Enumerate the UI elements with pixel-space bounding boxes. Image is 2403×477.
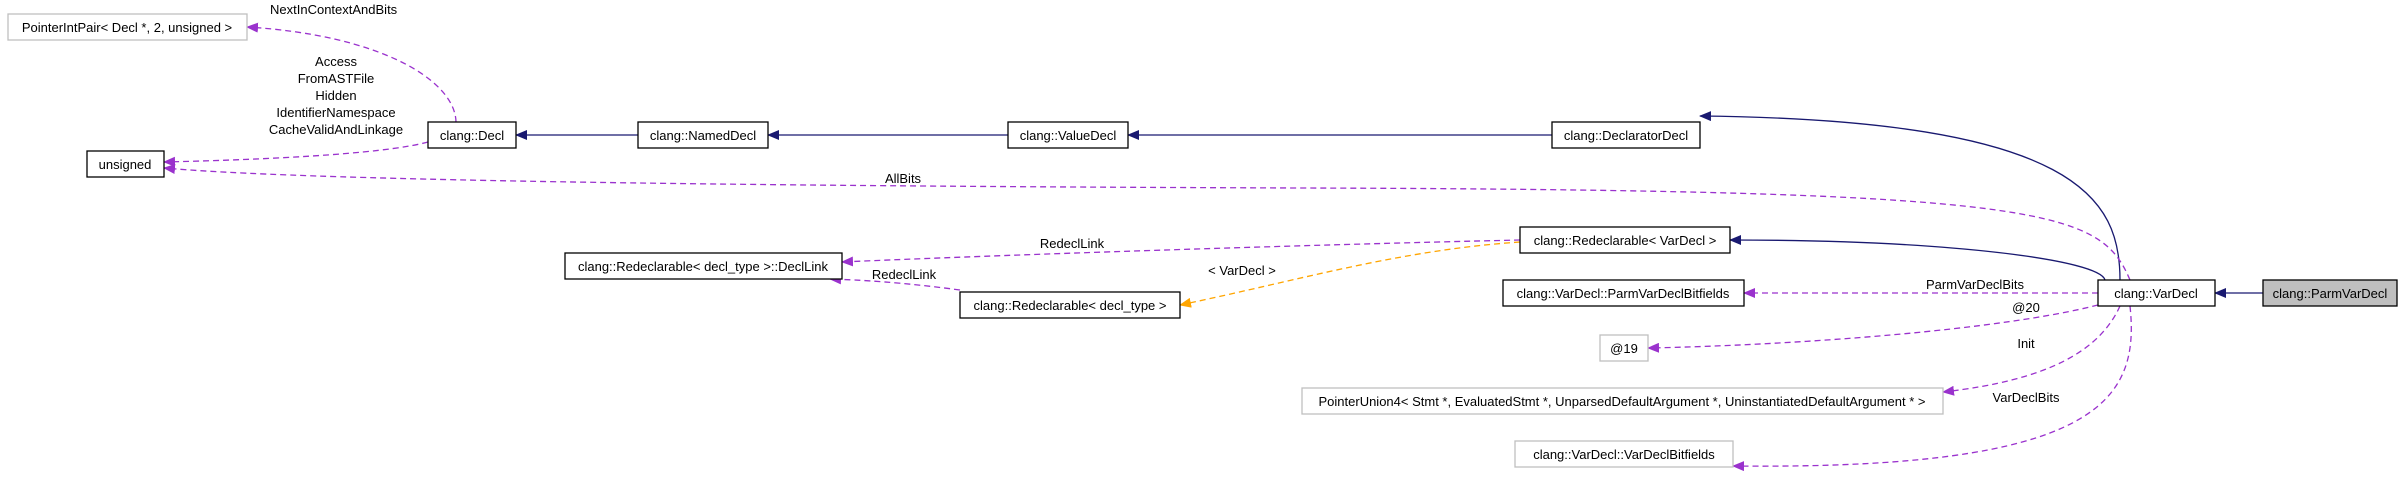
node-vardecl[interactable]: clang::VarDecl bbox=[2097, 279, 2216, 307]
label-cachevalidandlinkage: CacheValidAndLinkage bbox=[269, 122, 403, 137]
svg-text:clang::NamedDecl: clang::NamedDecl bbox=[650, 128, 756, 143]
edge-init bbox=[1942, 305, 2121, 396]
node-parmvardecl[interactable]: clang::ParmVarDecl bbox=[2262, 279, 2398, 307]
node-nameddecl[interactable]: clang::NamedDecl bbox=[637, 121, 769, 149]
node-declaratordecl[interactable]: clang::DeclaratorDecl bbox=[1551, 121, 1701, 149]
node-valuedecl[interactable]: clang::ValueDecl bbox=[1007, 121, 1129, 149]
edge-redecllink-1 bbox=[841, 239, 1521, 267]
node-pointerunion4[interactable]: PointerUnion4< Stmt *, EvaluatedStmt *, … bbox=[1301, 387, 1944, 415]
label-at20: @20 bbox=[2012, 300, 2040, 315]
edge-vardeclbits bbox=[1732, 305, 2132, 472]
label-access: Access bbox=[315, 54, 357, 69]
svg-text:unsigned: unsigned bbox=[99, 157, 152, 172]
edge-declaratordecl-to-vardecl bbox=[1699, 111, 2121, 281]
svg-text:PointerUnion4< Stmt *, Evaluat: PointerUnion4< Stmt *, EvaluatedStmt *, … bbox=[1319, 394, 1926, 409]
svg-text:clang::VarDecl::VarDeclBitfiel: clang::VarDecl::VarDeclBitfields bbox=[1533, 447, 1715, 462]
label-allbits: AllBits bbox=[885, 171, 922, 186]
edge-nextincontext bbox=[246, 22, 457, 123]
svg-text:clang::DeclaratorDecl: clang::DeclaratorDecl bbox=[1564, 128, 1688, 143]
nodes: clang::ParmVarDecl clang::VarDecl clang:… bbox=[7, 13, 2398, 468]
node-at19[interactable]: @19 bbox=[1599, 334, 1649, 362]
svg-text:@19: @19 bbox=[1610, 341, 1638, 356]
svg-text:clang::Redeclarable< decl_type: clang::Redeclarable< decl_type >::DeclLi… bbox=[578, 259, 829, 274]
edge-allbits bbox=[163, 163, 2131, 281]
edge-labels: NextInContextAndBits Access FromASTFile … bbox=[269, 2, 2060, 405]
label-init: Init bbox=[2017, 336, 2035, 351]
node-pointerintpair[interactable]: PointerIntPair< Decl *, 2, unsigned > bbox=[7, 13, 248, 41]
edges bbox=[163, 22, 2263, 472]
label-hidden: Hidden bbox=[315, 88, 356, 103]
node-vardeclbitfields[interactable]: clang::VarDecl::VarDeclBitfields bbox=[1514, 440, 1734, 468]
svg-text:clang::Redeclarable< VarDecl >: clang::Redeclarable< VarDecl > bbox=[1534, 233, 1717, 248]
node-redeclarable-vardecl[interactable]: clang::Redeclarable< VarDecl > bbox=[1519, 226, 1731, 254]
svg-text:clang::ParmVarDecl: clang::ParmVarDecl bbox=[2273, 286, 2388, 301]
svg-text:PointerIntPair< Decl *, 2, uns: PointerIntPair< Decl *, 2, unsigned > bbox=[22, 20, 232, 35]
svg-text:clang::Decl: clang::Decl bbox=[440, 128, 504, 143]
edge-template-instance bbox=[1179, 241, 1521, 308]
svg-text:clang::Redeclarable< decl_type: clang::Redeclarable< decl_type > bbox=[974, 298, 1167, 313]
svg-text:clang::ValueDecl: clang::ValueDecl bbox=[1020, 128, 1117, 143]
svg-text:clang::VarDecl::ParmVarDeclBit: clang::VarDecl::ParmVarDeclBitfields bbox=[1517, 286, 1730, 301]
label-parmvardeclbits: ParmVarDeclBits bbox=[1926, 277, 2025, 292]
label-fromastfile: FromASTFile bbox=[298, 71, 375, 86]
label-template-arg: < VarDecl > bbox=[1208, 263, 1276, 278]
label-vardeclbits: VarDeclBits bbox=[1993, 390, 2060, 405]
node-parmvardeclbitfields[interactable]: clang::VarDecl::ParmVarDeclBitfields bbox=[1502, 279, 1745, 307]
label-redecllink-2: RedeclLink bbox=[872, 267, 937, 282]
edge-decl-unsigned bbox=[163, 141, 429, 167]
node-decl[interactable]: clang::Decl bbox=[427, 121, 517, 149]
label-identifiernamespace: IdentifierNamespace bbox=[276, 105, 395, 120]
label-redecllink-1: RedeclLink bbox=[1040, 236, 1105, 251]
node-decllink[interactable]: clang::Redeclarable< decl_type >::DeclLi… bbox=[564, 252, 843, 280]
label-nextincontext: NextInContextAndBits bbox=[270, 2, 398, 17]
node-redeclarable-decltype[interactable]: clang::Redeclarable< decl_type > bbox=[959, 291, 1181, 319]
svg-text:clang::VarDecl: clang::VarDecl bbox=[2114, 286, 2198, 301]
node-unsigned[interactable]: unsigned bbox=[86, 150, 165, 178]
edge-redeclarable-to-vardecl bbox=[1729, 235, 2106, 281]
